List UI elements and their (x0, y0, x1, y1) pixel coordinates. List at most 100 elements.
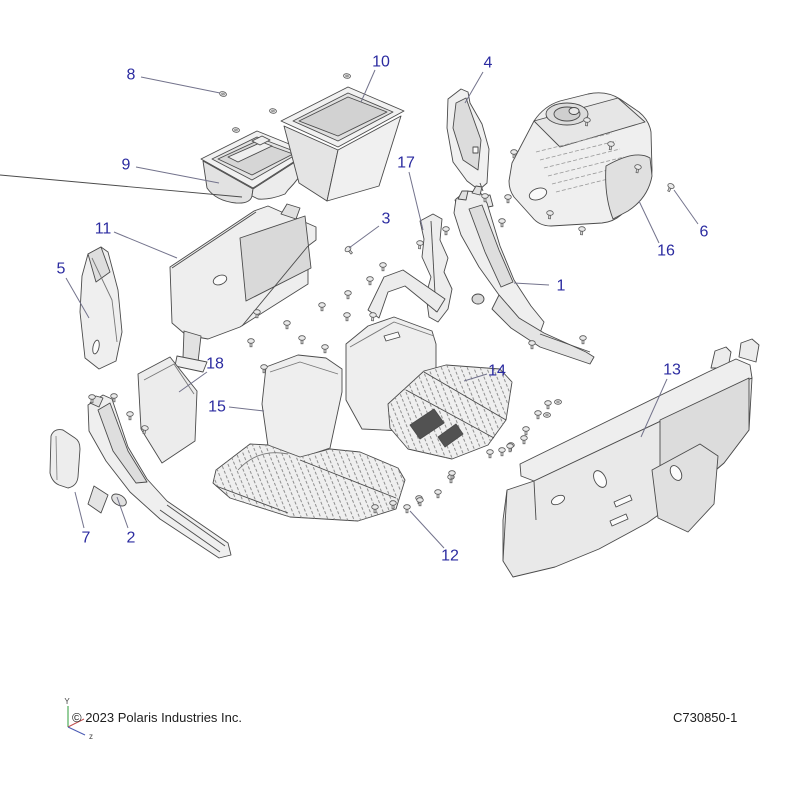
part-floor-left (212, 354, 406, 522)
fastener-clip (232, 127, 240, 133)
fastener-clip (219, 91, 227, 97)
part-dash-closeoff (169, 203, 317, 373)
axis-y-label: Y (64, 697, 70, 706)
fastener-screw (481, 193, 489, 203)
fastener-screw (578, 226, 586, 236)
fastener-screw (434, 489, 442, 499)
fastener-screw (379, 262, 387, 272)
callout-leader-2 (116, 496, 129, 529)
drawing-number: C730850-1 (673, 710, 737, 725)
fastener-screw (667, 183, 675, 193)
callout-leader-5 (65, 277, 90, 319)
callout-leader-18 (178, 371, 208, 393)
callout-leader-13 (640, 378, 668, 438)
callout-number-15: 15 (208, 399, 226, 416)
part-pillar-closeoff-left (79, 246, 123, 370)
fastener-screw (546, 210, 554, 220)
callout-leader-7 (74, 491, 85, 529)
callout-number-16: 16 (657, 243, 675, 260)
callout-number-11: 11 (95, 221, 112, 238)
part-front-closeoff (446, 88, 490, 192)
fastener-screw (369, 312, 377, 322)
fastener-screw (486, 449, 494, 459)
copyright-text: © 2023 Polaris Industries Inc. (72, 710, 242, 725)
fastener-screw (126, 411, 134, 421)
callout-number-2: 2 (127, 530, 136, 547)
fastener-screw (528, 340, 536, 350)
fastener-screw (403, 504, 411, 514)
part-console-closeoff (508, 92, 653, 227)
callout-leader-9 (135, 166, 220, 184)
fastener-screw (389, 500, 397, 510)
fastener-screw (371, 504, 379, 514)
axis-z-line (67, 726, 86, 736)
fastener-clip (269, 108, 277, 114)
callout-number-12: 12 (441, 548, 459, 565)
callout-leader-17 (408, 171, 424, 231)
fastener-clip (543, 412, 551, 418)
callout-leader-16 (638, 200, 660, 244)
axis-z-label: z (89, 732, 93, 741)
fastener-screw (283, 320, 291, 330)
fastener-screw (498, 218, 506, 228)
fastener-screw (416, 240, 424, 250)
callout-number-3: 3 (382, 211, 391, 228)
callout-number-10: 10 (372, 54, 390, 71)
axis-x-line (67, 718, 85, 728)
callout-number-5: 5 (57, 261, 66, 278)
part-floor-support-bracket (367, 269, 446, 319)
callout-number-18: 18 (206, 356, 224, 373)
fastener-screw (253, 309, 261, 319)
part-floor-right (345, 316, 513, 460)
callout-number-4: 4 (484, 55, 493, 72)
fastener-screw (634, 164, 642, 174)
fastener-screw (366, 276, 374, 286)
callout-number-6: 6 (700, 224, 709, 241)
part-small-closeoff (137, 356, 198, 464)
callout-number-9: 9 (122, 157, 131, 174)
fastener-screw (522, 426, 530, 436)
fastener-screw (506, 443, 514, 453)
callout-number-1: 1 (557, 278, 566, 295)
callout-leader-8 (140, 76, 221, 94)
fastener-screw (247, 338, 255, 348)
fastener-screw (298, 335, 306, 345)
fastener-screw (583, 117, 591, 127)
axis-triad-icon: Y z (64, 697, 93, 741)
part-rocker-cap (49, 429, 81, 489)
fastener-screw (504, 194, 512, 204)
fastener-screw (110, 393, 118, 403)
fasteners-layer (88, 73, 675, 514)
fastener-screw (448, 470, 456, 480)
footer: Y z © 2023 Polaris Industries Inc. C7308… (64, 697, 737, 741)
fastener-screw (498, 447, 506, 457)
fastener-screw (318, 302, 326, 312)
callout-leader-4 (464, 71, 484, 104)
fastener-screw (141, 425, 149, 435)
callout-leader-14 (463, 373, 488, 382)
callout-leader-12 (409, 510, 445, 549)
fastener-screw (344, 245, 353, 255)
fastener-clip (343, 73, 351, 79)
callout-leader-1 (513, 282, 550, 286)
fastener-screw (343, 312, 351, 322)
fastener-screw (442, 226, 450, 236)
callout-number-8: 8 (127, 67, 136, 84)
callout-number-13: 13 (663, 362, 681, 379)
callout-leader-6 (673, 189, 699, 225)
callout-leader-10 (360, 69, 376, 103)
part-rear-closeoff (502, 338, 760, 578)
fastener-screw (579, 335, 587, 345)
callout-leader-3 (348, 225, 380, 249)
callout-leader-15 (228, 406, 265, 412)
callout-number-14: 14 (488, 363, 506, 380)
callout-number-7: 7 (82, 530, 91, 547)
fastener-screw (534, 410, 542, 420)
fastener-screw (321, 344, 329, 354)
fastener-screw (260, 364, 268, 374)
part-storage-bin (280, 86, 405, 202)
fastener-screw (544, 400, 552, 410)
fastener-clip (554, 399, 562, 405)
part-storage-tray (0, 130, 310, 204)
